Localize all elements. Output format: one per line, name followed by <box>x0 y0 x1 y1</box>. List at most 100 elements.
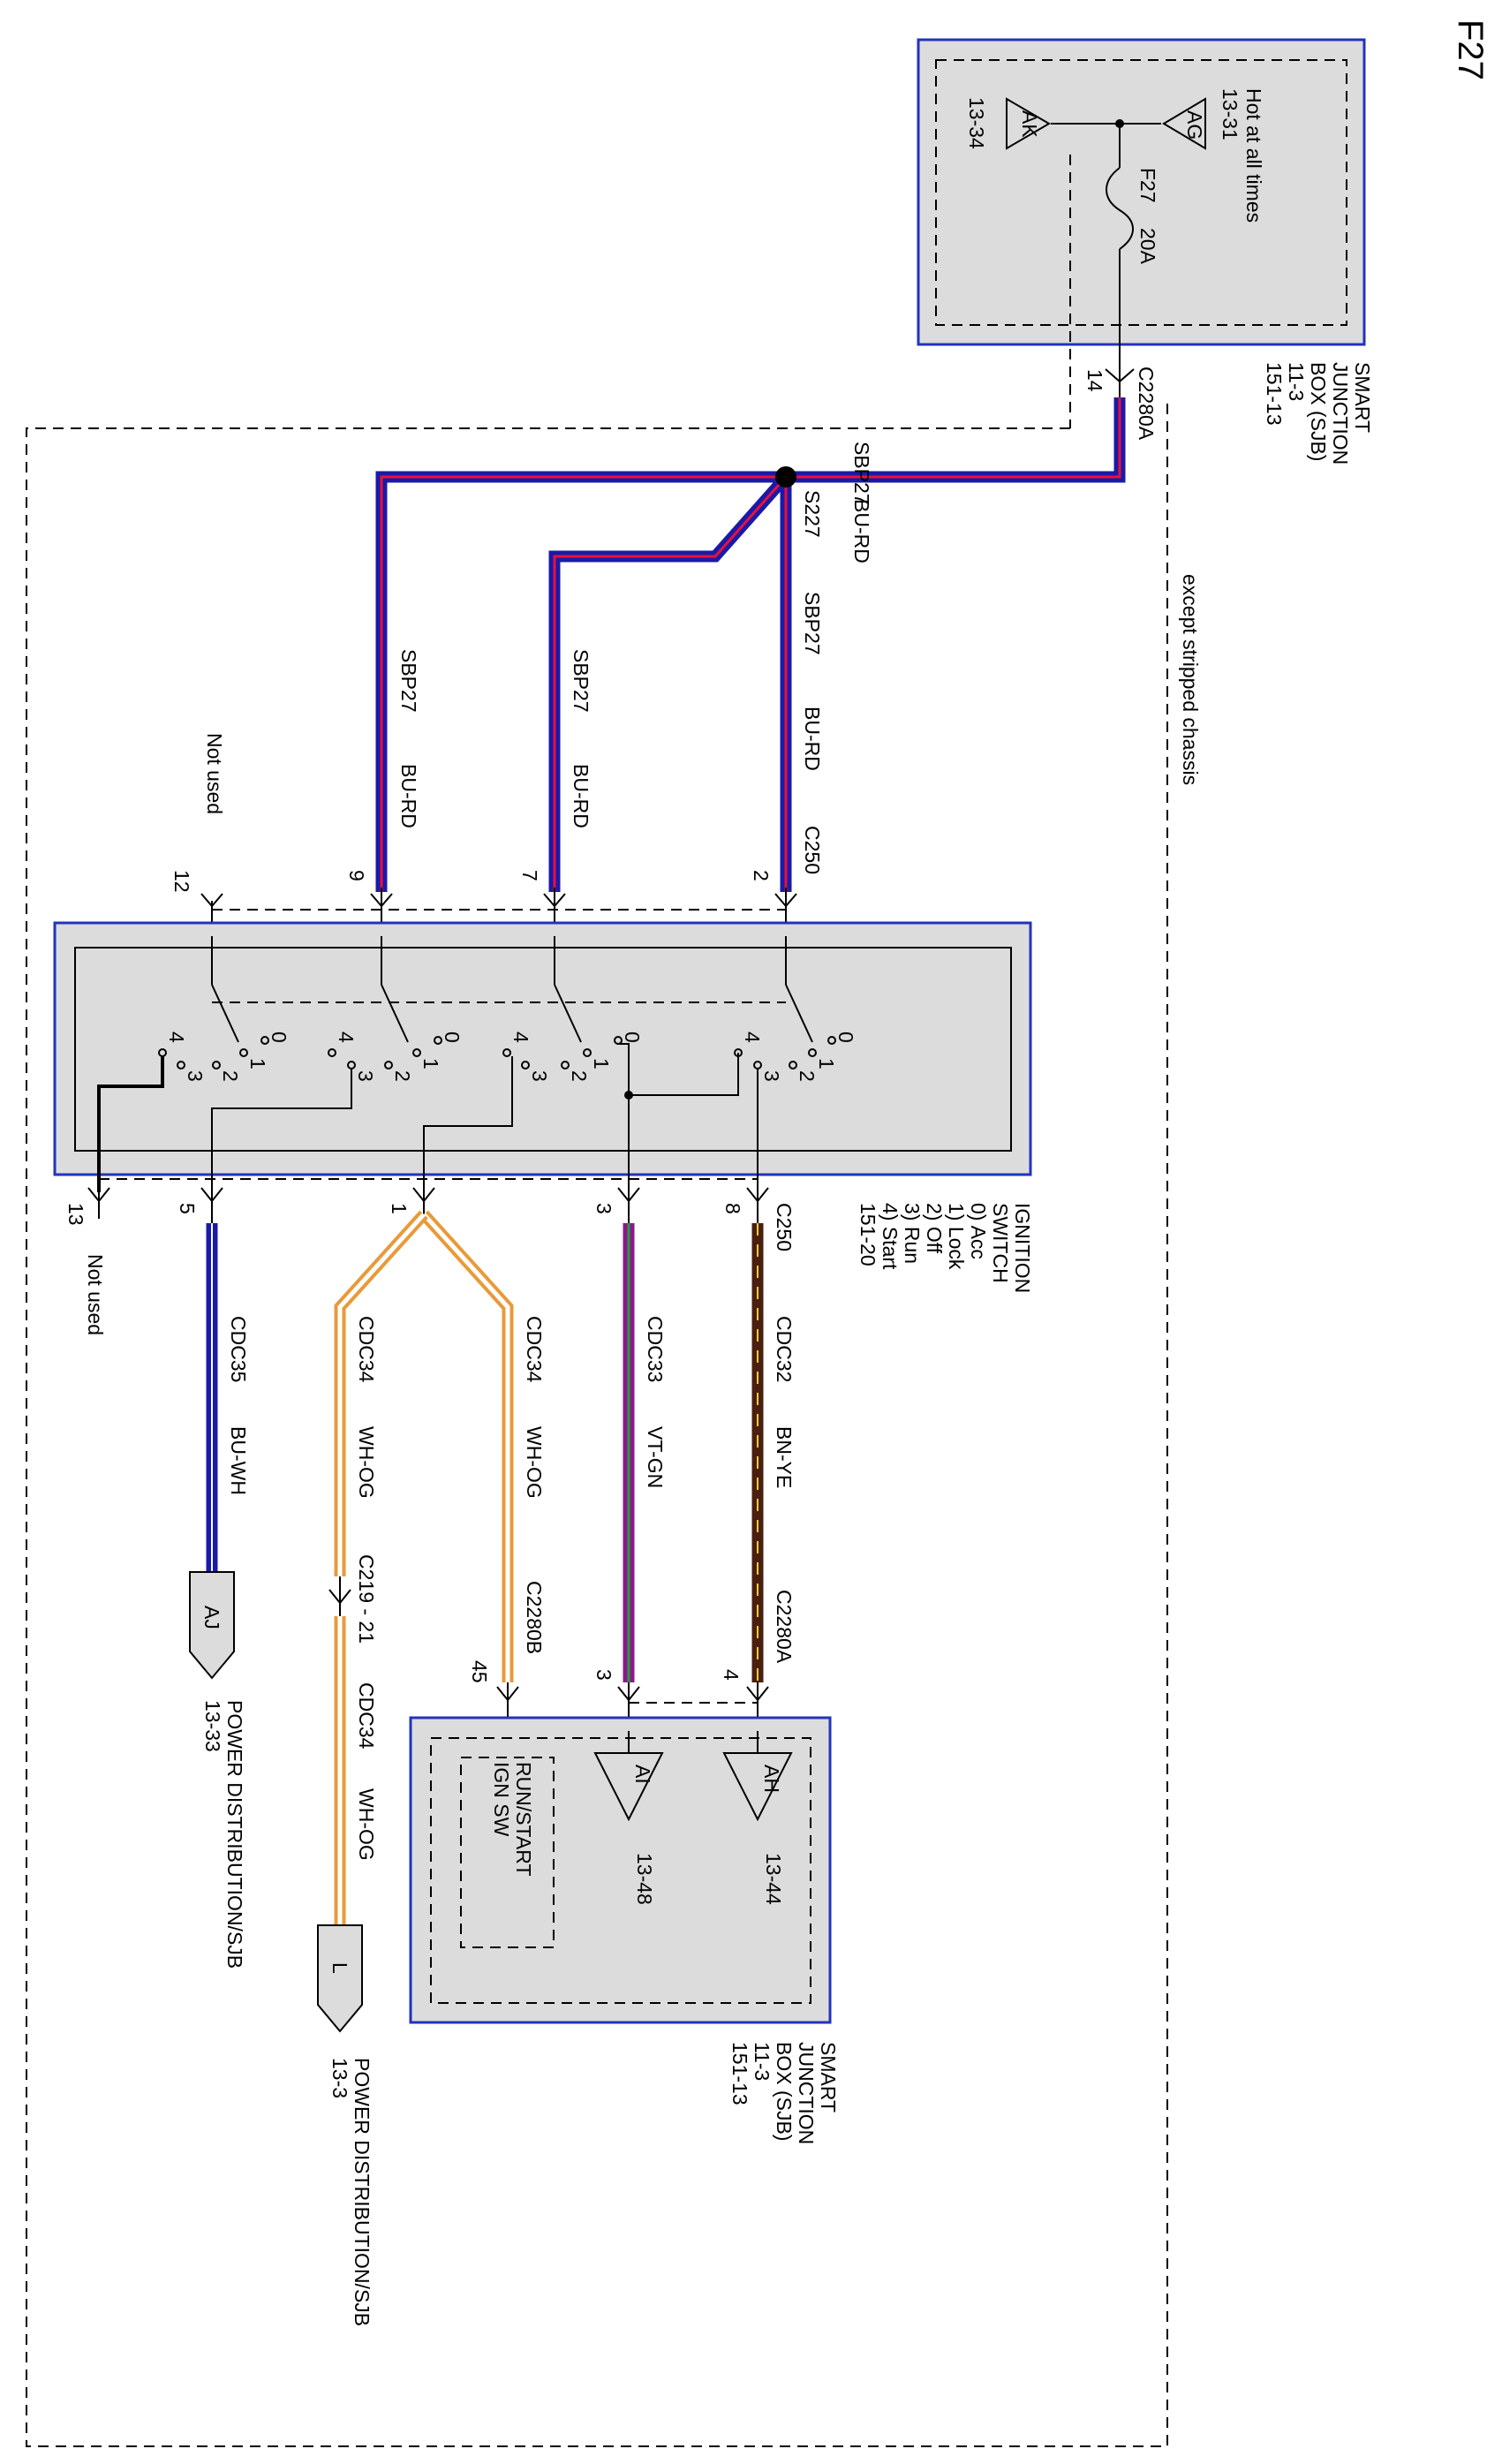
ign-name-6: 3) Run <box>901 1203 924 1264</box>
wire-cdc32-circuit: CDC32 <box>773 1316 796 1382</box>
link-deck2-run-to-pin1 <box>423 1056 513 1192</box>
feed-pin2-connector: C250 <box>801 826 824 874</box>
deck1-pos-2: 2 <box>796 1070 819 1082</box>
link-deck2-to-pin3 <box>618 1043 630 1095</box>
wire-cdc33: CDC33 VT-GN 3 <box>592 1223 667 1682</box>
out-pin-3: 3 <box>592 1203 615 1214</box>
link-deck1-start-to-pin3 <box>628 1053 739 1192</box>
sjb-bottom-name-4: 11-3 <box>751 2042 774 2081</box>
deck4-pos-2: 2 <box>219 1070 242 1082</box>
deck4-blade <box>211 984 239 1043</box>
deck1-pos-0: 0 <box>834 1032 857 1043</box>
deck3-pos-4: 4 <box>335 1032 358 1043</box>
output-connector-pin3 <box>617 1183 640 1223</box>
output-pin-labels: 8 3 1 5 13 Not used <box>64 1203 744 1335</box>
ign-name-4: 1) Lock <box>945 1203 968 1270</box>
output-connector-pin1 <box>412 1183 435 1214</box>
ign-name-5: 2) Off <box>923 1203 946 1254</box>
deck3-pos-3: 3 <box>354 1070 377 1082</box>
deck2-pos-3: 3 <box>528 1070 551 1082</box>
deck1-pos-4: 4 <box>741 1032 764 1043</box>
switch-deck-4 <box>158 936 269 1069</box>
sjb-bottom-name-2: JUNCTION <box>795 2042 818 2144</box>
switch-internal-links <box>97 1043 759 1192</box>
sjb-top-name-5: 151-13 <box>1263 362 1286 426</box>
feed-pin2-color: BU-RD <box>801 707 824 771</box>
ign-name-1: IGNITION <box>1011 1203 1034 1293</box>
switch-position-labels: 0 1 2 3 4 0 1 2 3 4 0 1 2 3 4 0 1 2 3 4 <box>165 1032 857 1082</box>
feed-pin9-pin: 9 <box>345 870 368 881</box>
fuse-f27-icon <box>1106 167 1134 250</box>
deck3-contact-4 <box>328 1048 336 1057</box>
fuse-f27-rating: 20A <box>1136 228 1159 265</box>
sjb-bottom-connectors <box>496 1682 769 1757</box>
deck3-pos-0: 0 <box>441 1032 464 1043</box>
wire-cdc34-branch-a-stripe <box>422 1213 510 1682</box>
terminal-ak-page: 13-34 <box>965 97 988 149</box>
ignition-switch: 0 1 2 3 4 0 1 2 3 4 0 1 2 3 4 0 1 2 3 4 <box>53 921 1034 1293</box>
deck1-contact-1 <box>808 1048 817 1057</box>
splice-circuit-label: SBP27 <box>850 442 873 505</box>
terminal-ah-page: 13-44 <box>762 1853 785 1905</box>
sjb-top-name-3: BOX (SJB) <box>1307 362 1330 461</box>
wire-cdc34-b-circuit: CDC34 <box>355 1316 378 1383</box>
wire-cdc35-circuit: CDC35 <box>227 1316 250 1382</box>
link-deck4-to-pin13 <box>97 1056 164 1192</box>
deck3-contact-1 <box>412 1048 421 1057</box>
enclosure-dashed <box>26 397 1168 2447</box>
wire-cdc34-b-color: WH-OG <box>355 1426 378 1499</box>
terminal-aj-icon <box>189 1571 235 1680</box>
sjb-top-node <box>1115 119 1124 128</box>
wire-cdc34-branch-a <box>419 1210 514 1682</box>
deck4-contact-0 <box>260 1036 269 1045</box>
wire-cdc34-branch-b-stripe <box>337 1213 426 1576</box>
wire-cdc34-a-circuit: CDC34 <box>523 1316 546 1383</box>
wire-cdc32: CDC32 BN-YE C2280A 4 <box>720 1223 796 1682</box>
deck4-pos-0: 0 <box>268 1032 291 1043</box>
sjb-bottom-name-3: BOX (SJB) <box>773 2042 796 2141</box>
ign-connector-c250: C250 <box>773 1203 796 1251</box>
ignition-switch-box <box>53 921 1032 1176</box>
terminal-ah-label: AH <box>760 1765 783 1793</box>
wire-sbp27-pin9-stripe <box>380 475 786 892</box>
terminal-aj-page: 13-33 <box>201 1700 224 1752</box>
ign-name-3: 0) Acc <box>967 1203 990 1259</box>
deck4-pos-3: 3 <box>184 1070 207 1082</box>
wire-cdc34: CDC34 WH-OG C2280B 45 CDC34 WH-OG C219 -… <box>328 1210 546 1925</box>
wire-cdc35-color: BU-WH <box>227 1426 250 1495</box>
wire-cdc35: CDC35 BU-WH <box>206 1223 250 1572</box>
deck2-pos-2: 2 <box>568 1070 591 1082</box>
ign-sw-label: IGN SW <box>490 1762 513 1837</box>
wire-sbp27-pin7-stripe <box>553 476 788 892</box>
out-pin13-not-used: Not used <box>84 1254 107 1335</box>
wire-cdc33-to-pin: 3 <box>592 1669 615 1681</box>
deck4-contact-3 <box>177 1061 185 1069</box>
sjb-bottom-name-1: SMART <box>817 2042 840 2113</box>
out-pin-13: 13 <box>64 1203 87 1226</box>
page-title: F27 <box>1451 19 1490 80</box>
sjb-top-box <box>917 38 1366 346</box>
ignition-switch-inner <box>74 947 1012 1152</box>
deck4-pos-4: 4 <box>165 1032 188 1043</box>
deck3-pos-1: 1 <box>419 1058 442 1069</box>
terminal-aj-desc: POWER DISTRIBUTION/SJB <box>223 1700 246 1969</box>
deck1-contact-0 <box>827 1036 836 1045</box>
switch-deck-3 <box>328 936 442 1069</box>
deck3-pos-2: 2 <box>391 1070 414 1082</box>
fuse-f27-id: F27 <box>1136 168 1159 203</box>
output-connector-pin5 <box>200 1183 223 1223</box>
out-pin-1: 1 <box>388 1203 411 1214</box>
feed-pin2-pin: 2 <box>750 870 773 881</box>
feed-pin12-not-used: Not used <box>203 733 226 814</box>
hot-at-all-times-label: Hot at all times <box>1242 88 1265 223</box>
sjb-top-name: SMART JUNCTION BOX (SJB) 11-3 151-13 <box>1263 362 1374 465</box>
c2280a-connector-icon <box>1105 367 1135 397</box>
feed-pin12-pin: 12 <box>170 870 193 893</box>
deck1-pos-1: 1 <box>815 1058 838 1069</box>
deck3-contact-0 <box>434 1036 442 1045</box>
c2280a-label: C2280A <box>1135 367 1158 441</box>
wire-cdc33-circuit: CDC33 <box>644 1316 667 1382</box>
output-connector-pin13 <box>87 1183 110 1219</box>
deck1-pos-3: 3 <box>760 1070 783 1082</box>
